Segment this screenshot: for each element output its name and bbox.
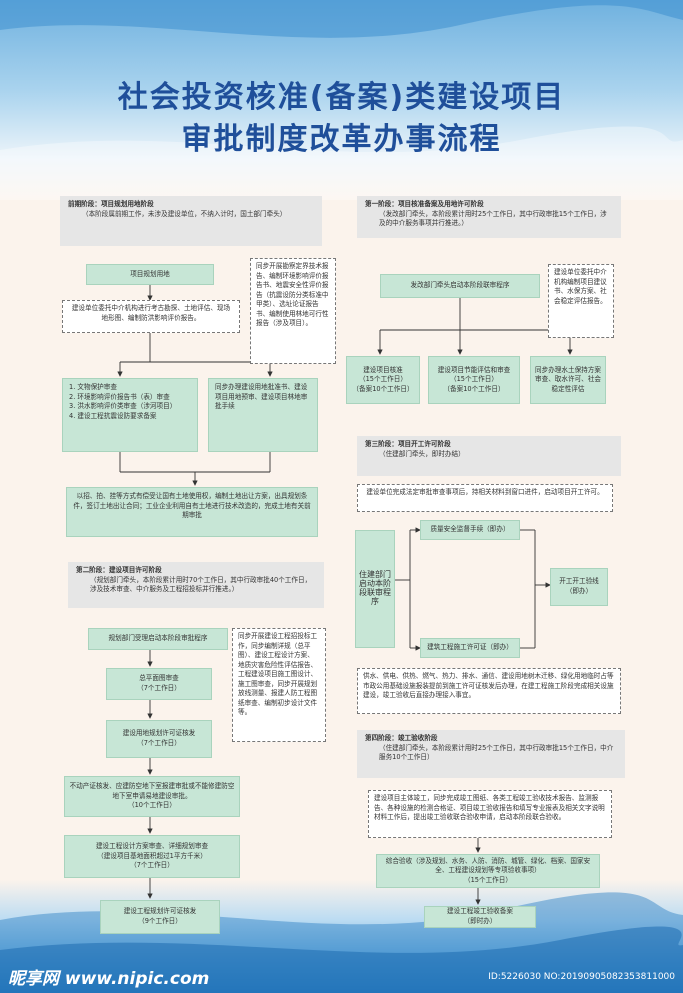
pre-sync-note: 同步开展勘察定界技术报告、编制环境影响评价报告书、地震安全性评价报告（抗震设防分… xyxy=(250,258,336,364)
s2-land-permit-box: 建设用地规划许可证核发 （7个工作日） xyxy=(106,720,212,758)
s2-sync-note: 同步开展建设工程招投标工作，同步编制详规（总平图）、建设工程设计方案、地质灾害危… xyxy=(232,628,326,742)
s1-title: 第一阶段：项目核准备案及用地许可阶段 xyxy=(365,200,484,208)
s2-design-review-box: 建设工程设计方案审查、详细规划审查 （建设项目基地面积超过1平方千米） （7个工… xyxy=(64,835,240,878)
s1-approve-box: 建设项目核准 （15个工作日） （备案10个工作日） xyxy=(346,356,420,404)
s2-desc: （规划部门牵头，本阶段累计用时70个工作日，其中行政审批40个工作日，涉及技术审… xyxy=(90,575,312,594)
s4-title: 第四阶段：竣工验收阶段 xyxy=(365,734,438,742)
s2-civil-defense-box: 不动产证核发、应建防空地下室报建审批或不能修建防空地下室申请易地建设审批。 （1… xyxy=(64,776,240,817)
page-title-line2: 审批制度改革办事流程 xyxy=(181,122,502,157)
s3-title: 第三阶段：项目开工许可阶段 xyxy=(365,440,451,448)
s2-eng-permit-box: 建设工程规划许可证核发 （9个工作日） xyxy=(100,900,220,934)
s3-apply-box: 建设单位完成法定审批审查事项后，持相关材料到窗口进件，启动项目开工许可。 xyxy=(357,484,613,512)
s1-water-box: 同步办理水土保持方案审查、取水许可、社会稳定性评估 xyxy=(530,356,606,404)
pre-entrust-box: 建设单位委托中介机构进行考古勘探、土地评估、现场地形图、编制防洪影响评价报告。 xyxy=(62,300,240,333)
pre-auction-box: 以招、拍、挂等方式有偿受让国有土地使用权，编制土地出让方案，出具规划条件，签订土… xyxy=(66,487,318,537)
pre-stage-header: 前期阶段：项目规划用地阶段 （本阶段属前期工作，未涉及建设单位，不纳入计时，国土… xyxy=(60,196,322,246)
s4-record-box: 建设工程竣工验收备案 （即时办） xyxy=(424,906,536,928)
plan-land-box: 项目规划用地 xyxy=(86,264,214,285)
s4-prep-box: 建设项目主体竣工，同步完成竣工图纸、各类工程竣工验收技术报告、监测报告、各种设施… xyxy=(368,790,612,838)
page-title-line1: 社会投资核准(备案)类建设项目 xyxy=(117,80,566,115)
s4-header: 第四阶段：竣工验收阶段 （住建部门牵头，本阶段累计用时25个工作日，其中行政审批… xyxy=(357,730,625,778)
pre-stage-desc: （本阶段属前期工作，未涉及建设单位，不纳入计时，国土部门牵头） xyxy=(82,209,287,218)
s2-plan-review-box: 总平面图审查 （7个工作日） xyxy=(106,668,212,700)
pre-review-list: 1. 文物保护审查 2. 环境影响评价报告书（表）审查 3. 洪水影响评价类审查… xyxy=(62,378,198,452)
pre-stage-title: 前期阶段：项目规划用地阶段 xyxy=(68,200,154,208)
s2-accept-box: 规划部门受理启动本阶段审批程序 xyxy=(88,628,228,650)
s3-header: 第三阶段：项目开工许可阶段 （住建部门牵头，即时办结） xyxy=(357,436,621,476)
pre-sync-land-box: 同步办理建设用地批准书、建设项目用地预审、建设项目林地审批手续 xyxy=(208,378,318,452)
s2-header: 第二阶段：建设项目许可阶段 （规划部门牵头，本阶段累计用时70个工作日，其中行政… xyxy=(68,562,324,608)
s3-desc: （住建部门牵头，即时办结） xyxy=(379,449,465,458)
s3-start-check-box: 开工开工验线 （即办） xyxy=(550,568,608,606)
s2-title: 第二阶段：建设项目许可阶段 xyxy=(76,566,162,574)
s1-start-box: 发改部门牵头启动本阶段联审程序 xyxy=(380,274,540,298)
s3-construction-box: 建筑工程施工许可证（即办） xyxy=(420,638,520,658)
watermark-text: 昵享网 www.nipic.com xyxy=(8,969,210,989)
s4-joint-box: 综合验收（涉及规划、水务、人防、消防、城管、绿化、档案、国家安全、工程建设规划等… xyxy=(376,854,600,888)
s1-desc: （发改部门牵头，本阶段累计用时25个工作日，其中行政审批15个工作日，涉及的中介… xyxy=(379,209,607,228)
s1-energy-box: 建设项目节能评估和审查（15个工作日） （备案10个工作日） xyxy=(428,356,520,404)
image-id-text: ID:5226030 NO:20190905082353811000 xyxy=(488,972,675,982)
s3-vertical-box: 住建部门启动本阶段联审程序 xyxy=(355,530,395,648)
s4-desc: （住建部门牵头，本阶段累计用时25个工作日，其中行政审批15个工作日，中介服务1… xyxy=(379,743,614,762)
s1-header: 第一阶段：项目核准备案及用地许可阶段 （发改部门牵头，本阶段累计用时25个工作日… xyxy=(357,196,621,238)
s3-utilities-box: 供水、供电、供热、燃气、热力、排水、通信、建设用地树木迁移、绿化用地临时占等市政… xyxy=(357,668,621,714)
s3-quality-box: 质量安全监督手续（即办） xyxy=(420,520,520,540)
s1-entrust-note: 建设单位委托中介机构编制项目建议书、水保方案、社会稳定评估报告。 xyxy=(548,264,614,338)
header-wave-decoration xyxy=(0,0,683,200)
